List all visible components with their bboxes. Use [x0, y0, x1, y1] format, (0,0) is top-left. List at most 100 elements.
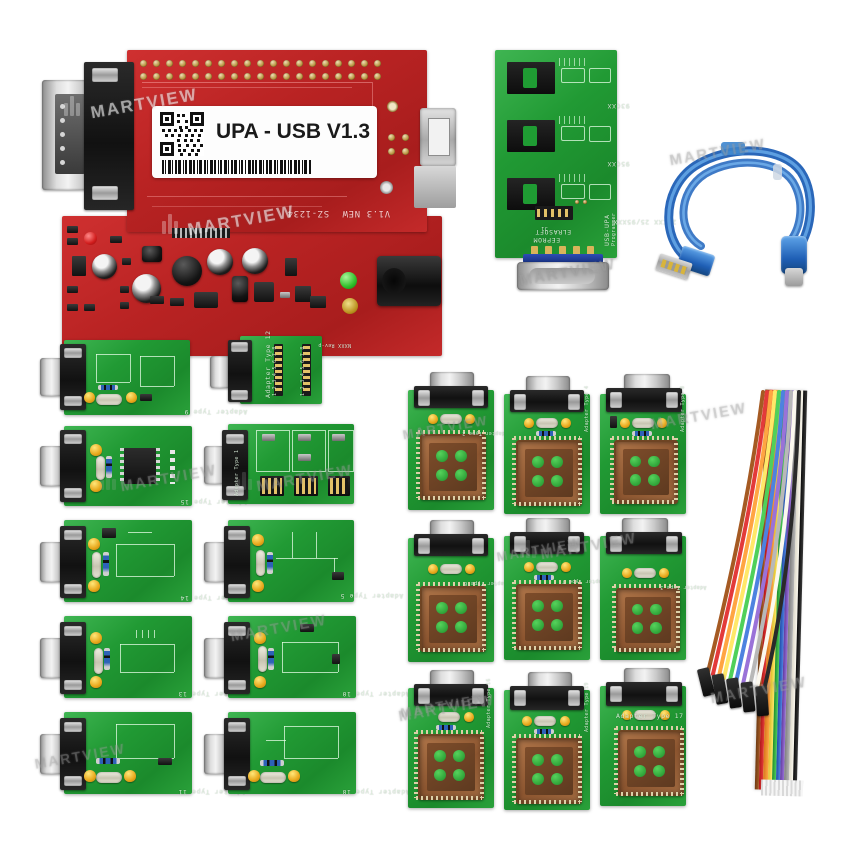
adapter-a10[interactable]: Adapter Type 18 — [204, 710, 410, 798]
smd-component — [332, 572, 344, 580]
ic-smd-row — [172, 228, 230, 238]
capacitor — [428, 564, 438, 574]
board-version-silkscreen: V1.3 NEW — [342, 208, 391, 218]
adapter-a1[interactable]: Adapter Type 9 — [40, 336, 247, 418]
smd-resistor — [262, 434, 275, 441]
pin-numbers-left: 1 2 3 4 5 6 7 8 — [272, 346, 278, 396]
pin-header-pins — [303, 346, 310, 394]
adapter-a3[interactable]: Adapter Type 15 — [40, 422, 248, 510]
soic-footprint-outline — [561, 68, 585, 83]
dip-socket-pins — [156, 448, 160, 484]
plcc-socket-pins — [416, 796, 482, 800]
db9-shell — [622, 518, 668, 536]
silk-trace — [316, 532, 317, 558]
usb-cable-svg — [664, 142, 815, 268]
db9-shell — [210, 356, 232, 388]
plcc-socket[interactable] — [516, 584, 582, 650]
adapter-label: Adapter Type 4 — [584, 385, 590, 432]
silk-trace — [284, 758, 338, 759]
silk-trace-fan — [559, 116, 585, 124]
pcb-trace — [142, 82, 372, 83]
db9-body — [414, 386, 488, 408]
plcc-socket[interactable] — [516, 738, 582, 804]
db9-screw — [226, 434, 244, 444]
adapter-a2[interactable]: 1 2 3 4 5 6 7 8 1 2 3 4 5 6 7 8 Adapter … — [204, 330, 351, 414]
dip-socket-notch — [523, 184, 537, 204]
db9-screw — [228, 680, 246, 690]
plcc-socket[interactable] — [614, 440, 678, 504]
db9-screw — [514, 394, 526, 410]
adapter-a7[interactable]: Adapter Type 13 — [40, 614, 246, 702]
adapter-p4[interactable]: Adapter Type 6 — [408, 520, 510, 662]
adapter-label: Adapter Type 8 — [680, 385, 686, 432]
mounting-hole — [387, 101, 398, 112]
jumper-block[interactable] — [72, 256, 86, 276]
barcode — [162, 160, 368, 174]
db9-screw — [226, 486, 244, 496]
plcc-socket-pins — [614, 728, 618, 794]
db9-screw — [666, 536, 678, 552]
capacitor — [660, 710, 670, 720]
status-led — [340, 272, 357, 289]
adapter-p7[interactable]: Adapter Type 16 MARTVIEW — [399, 670, 496, 810]
eeprom-label: EEPROM — [533, 236, 561, 244]
adapter-p5[interactable]: Adapter Type 7 MARTVIEW — [495, 518, 608, 660]
adapter-p3[interactable]: Adapter Type 8 — [600, 374, 688, 514]
adapter-p2[interactable]: Adapter Type 4 — [504, 376, 592, 516]
trimmer-potentiometer[interactable] — [342, 298, 358, 314]
plcc-socket-pins — [514, 646, 580, 650]
plcc-socket-pins — [612, 500, 676, 504]
plcc-socket-pins — [578, 438, 582, 504]
capacitor — [620, 418, 630, 428]
plcc-socket-pins — [418, 582, 484, 586]
smd-component — [102, 528, 116, 538]
adapter-a6[interactable]: Adapter Type 5 — [204, 518, 403, 606]
plcc-socket-pins — [674, 438, 678, 502]
dupont-connector[interactable] — [754, 685, 770, 717]
db25-pin-row — [60, 160, 65, 165]
adapter-p9[interactable]: Adapter Type 17 — [600, 668, 688, 808]
plcc-socket-pins — [512, 736, 516, 802]
capacitor — [659, 568, 669, 578]
smd-component — [158, 758, 172, 765]
adapter-p1[interactable]: Adapter Type 2 MARTVIEW — [401, 372, 508, 512]
adapter-a5[interactable]: Adapter Type 14 — [40, 518, 248, 606]
silk-trace — [96, 354, 97, 382]
qr-code-icon — [160, 112, 204, 156]
db9-screw — [568, 536, 580, 552]
plcc-socket-pins — [418, 496, 484, 500]
adapter-a4[interactable]: Adapter Type 1 — [204, 422, 354, 510]
capacitor — [522, 716, 532, 726]
db9-screw — [228, 584, 246, 594]
adapter-a8[interactable]: Adapter Type 10 — [204, 614, 410, 702]
dip-socket[interactable] — [124, 448, 156, 484]
capacitor — [561, 418, 571, 428]
silk-trace — [130, 354, 131, 382]
crystal — [96, 772, 122, 783]
db9-body — [414, 684, 488, 706]
plcc-socket[interactable] — [516, 440, 582, 506]
db9-shell — [430, 670, 474, 688]
plcc-socket[interactable] — [420, 434, 486, 500]
jumper-label: J1 — [541, 225, 548, 231]
adapter-p6[interactable]: Adapter Type 3 — [600, 518, 706, 660]
plcc-socket[interactable] — [616, 588, 680, 652]
silk-trace — [284, 726, 285, 758]
capacitor — [622, 710, 632, 720]
plcc-socket[interactable] — [420, 586, 486, 652]
adapter-a9[interactable]: Adapter Type 11 MARTVIEW — [33, 710, 246, 798]
capacitor — [88, 580, 100, 592]
plcc-socket[interactable] — [418, 734, 484, 800]
db9-screw — [666, 686, 678, 702]
db9-screw — [418, 538, 430, 554]
capacitor — [524, 418, 534, 428]
plcc-socket[interactable] — [618, 730, 684, 796]
db9-body — [510, 390, 584, 412]
db9-screw — [64, 348, 82, 358]
adapter-p8[interactable]: Adapter Type 19 — [504, 672, 592, 812]
db9-screw — [231, 390, 248, 400]
main-board-group: UPA - USB V1.3 — [42, 46, 462, 356]
usb-b-connector[interactable] — [785, 268, 803, 286]
plcc-socket-pins — [612, 586, 616, 650]
soic-footprint-outline — [589, 68, 611, 83]
